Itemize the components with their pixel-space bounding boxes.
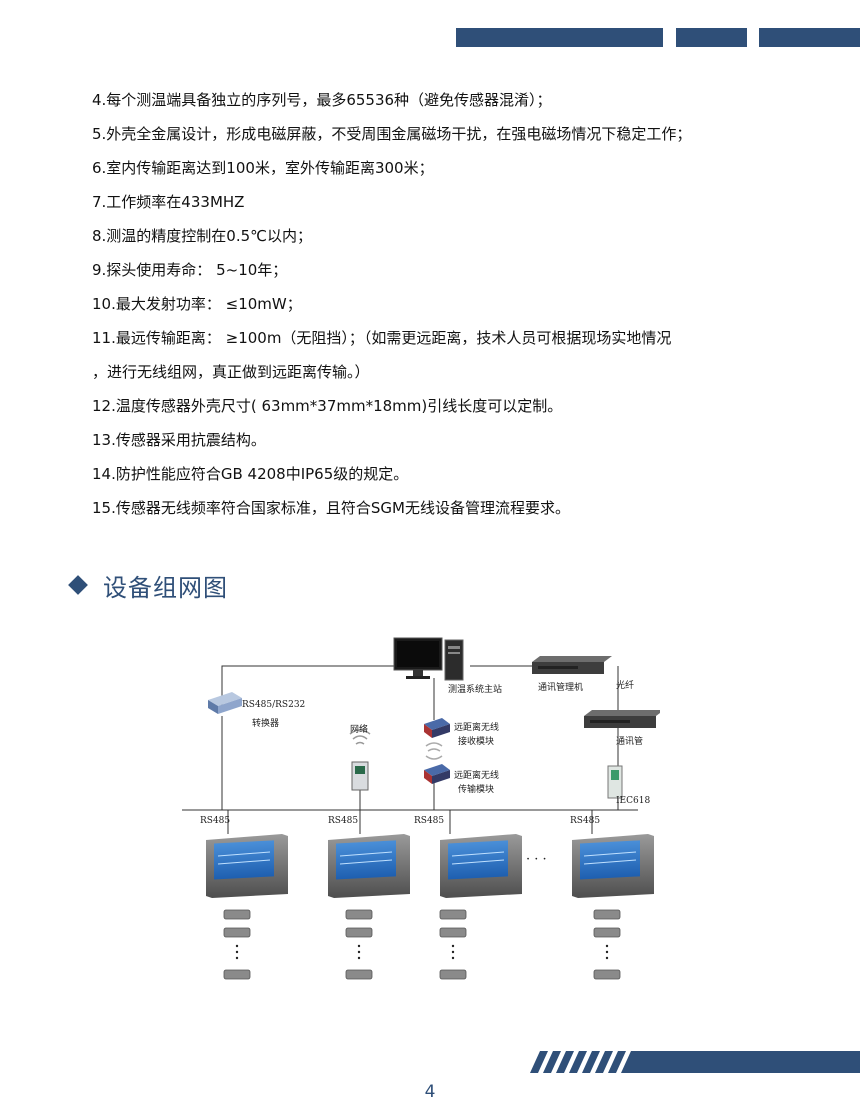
spec-item: 8.测温的精度控制在0.5℃以内； bbox=[92, 227, 313, 245]
receiver-label-1: 远距离无线 bbox=[454, 723, 500, 733]
section-title: 设备组网图 bbox=[103, 573, 228, 602]
section-heading: 设备组网图 bbox=[68, 568, 228, 602]
spec-item: 4.每个测温端具备独立的序列号，最多65536种（避免传感器混淆）； bbox=[92, 91, 552, 109]
rs485-label: RS485 bbox=[200, 816, 231, 826]
spec-item: 12.温度传感器外壳尺寸( 63mm*37mm*18mm)引线长度可以定制。 bbox=[92, 397, 563, 415]
more-panels-ellipsis: · · · bbox=[526, 852, 547, 867]
diamond-bullet-icon bbox=[68, 575, 88, 595]
spec-item: 13.传感器采用抗震结构。 bbox=[92, 431, 266, 449]
network-diagram-graphic bbox=[182, 637, 660, 980]
rs485-label: RS485 bbox=[570, 816, 601, 826]
page-number: 4 bbox=[424, 1082, 436, 1102]
converter-label-1: RS485/RS232 bbox=[242, 700, 306, 710]
terminal-panels bbox=[206, 834, 654, 898]
header-bar-mid bbox=[676, 28, 747, 47]
spec-item: ，进行无线组网，真正做到远距离传输。） bbox=[92, 363, 370, 381]
comm-unit-label: 通讯管 bbox=[616, 737, 644, 747]
spec-item: 7.工作频率在433MHZ bbox=[92, 193, 245, 211]
spec-item: 14.防护性能应符合GB 4208中IP65级的规定。 bbox=[92, 465, 409, 483]
spec-item: 9.探头使用寿命： 5~10年； bbox=[92, 261, 288, 279]
header-bar-short bbox=[759, 28, 860, 47]
spec-item: 5.外壳全金属设计，形成电磁屏蔽，不受周围金属磁场干扰，在强电磁场情况下稳定工作… bbox=[92, 125, 692, 143]
spec-list: 4.每个测温端具备独立的序列号，最多65536种（避免传感器混淆）； 5.外壳全… bbox=[92, 90, 832, 532]
comm-manager-label: 通讯管理机 bbox=[538, 683, 584, 693]
spec-item: 6.室内传输距离达到100米，室外传输距离300米； bbox=[92, 159, 434, 177]
spec-item: 15.传感器无线频率符合国家标准，且符合SGM无线设备管理流程要求。 bbox=[92, 499, 570, 517]
receiver-label-2: 接收模块 bbox=[458, 737, 495, 747]
spec-item: 11.最远传输距离： ≥100m（无阻挡）；（如需更远距离，技术人员可根据现场实… bbox=[92, 329, 672, 347]
footer-stripe-bar bbox=[530, 1051, 860, 1073]
fiber-label: 光纤 bbox=[616, 681, 635, 691]
iec-label: IEC618 bbox=[616, 796, 651, 806]
network-label-visible: 网络 bbox=[350, 725, 369, 735]
rs485-label: RS485 bbox=[328, 816, 359, 826]
converter-label-2: 转换器 bbox=[252, 719, 280, 729]
network-diagram: 测温系统主站 通讯管理机 光纤 通讯管 IEC618 RS485/RS232 转… bbox=[180, 630, 660, 990]
header-bar-long bbox=[456, 28, 663, 47]
rs485-label: RS485 bbox=[414, 816, 445, 826]
transmitter-label-1: 远距离无线 bbox=[454, 771, 500, 781]
transmitter-label-2: 传输模块 bbox=[458, 785, 495, 795]
host-label: 测温系统主站 bbox=[448, 685, 503, 695]
spec-item: 10.最大发射功率： ≤10mW； bbox=[92, 295, 302, 313]
